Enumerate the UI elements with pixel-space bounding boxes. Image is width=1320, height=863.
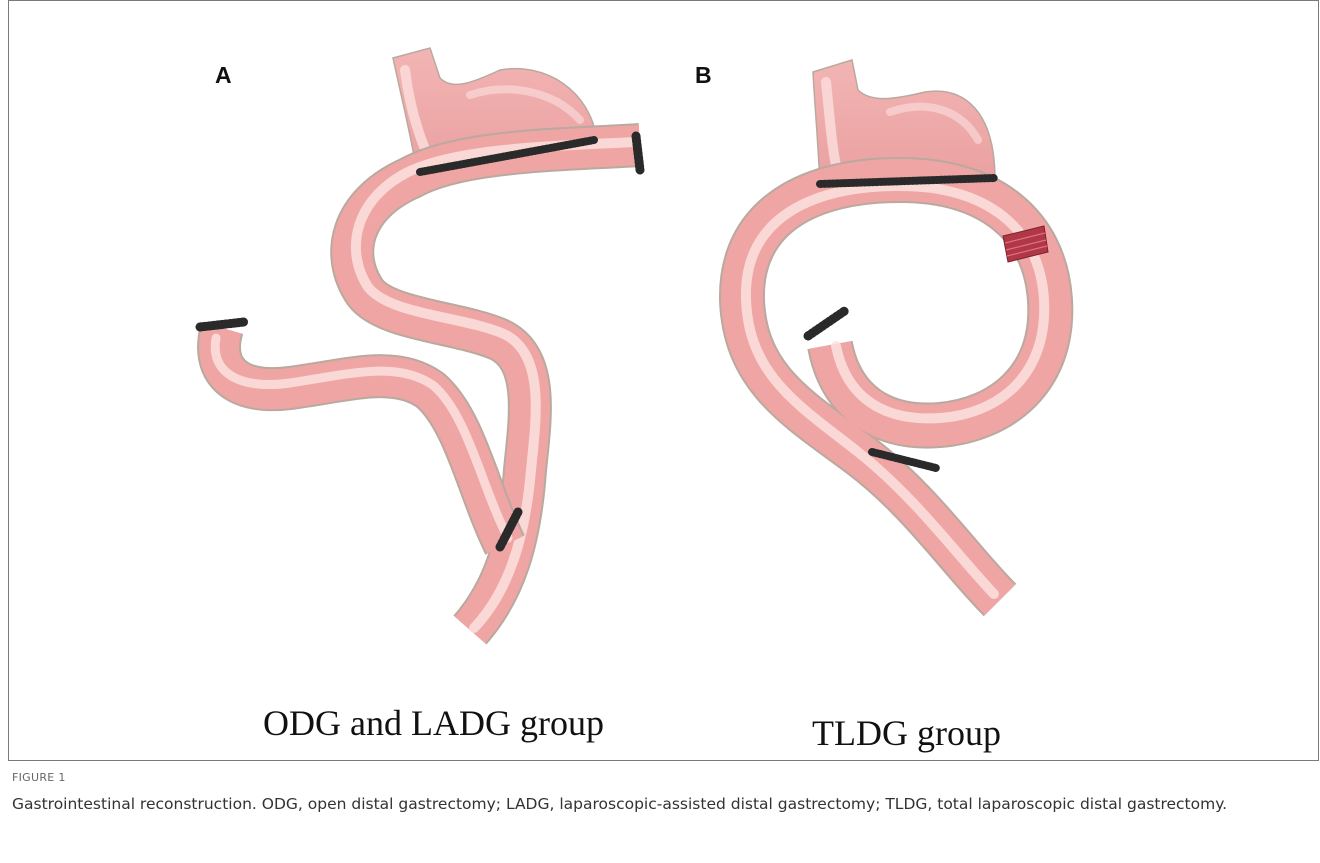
panel-a-drawing: [200, 48, 640, 630]
panel-a-letter: A: [215, 62, 232, 89]
reconstruction-illustration: [0, 0, 1320, 761]
panel-a-caption: ODG and LADG group: [263, 702, 604, 744]
panel-b-caption: TLDG group: [812, 712, 1001, 754]
panel-b-drawing: [742, 60, 1050, 600]
figure-label: FIGURE 1: [12, 771, 66, 784]
panel-a-staple-lines: [200, 136, 640, 547]
figure-caption: Gastrointestinal reconstruction. ODG, op…: [12, 793, 1312, 815]
panel-a-afferent-limb: [215, 328, 508, 545]
panel-b-letter: B: [695, 62, 712, 89]
